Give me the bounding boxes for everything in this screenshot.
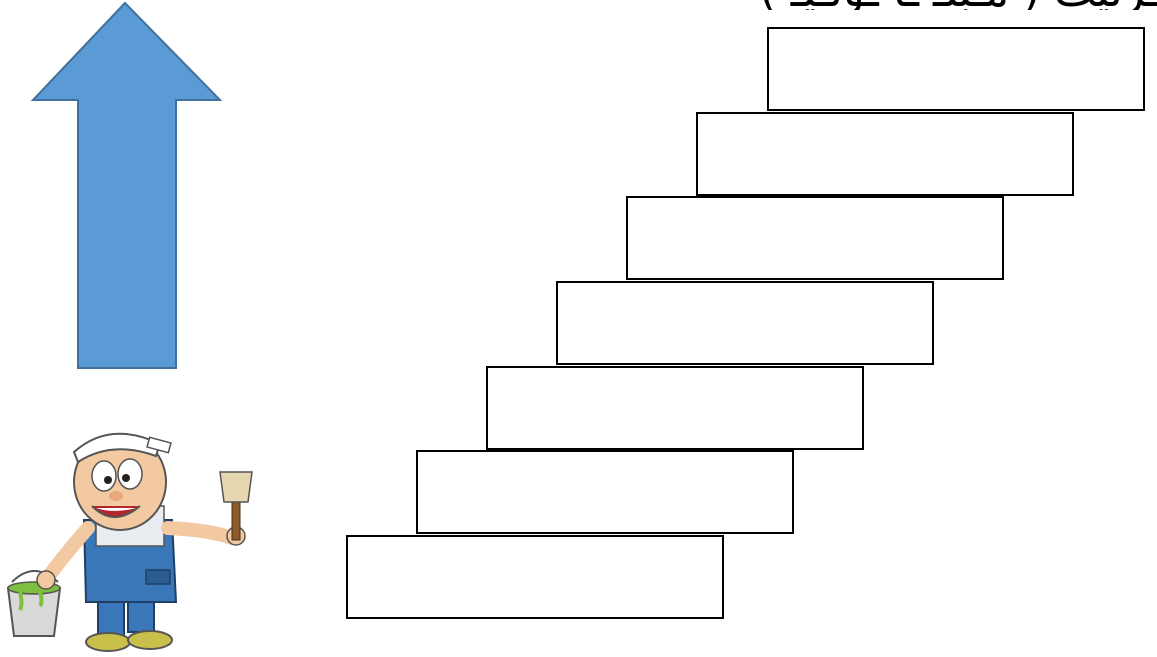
stair-step-1 bbox=[346, 535, 724, 619]
stair-step-3-text bbox=[488, 368, 862, 448]
stair-step-1-text bbox=[348, 537, 722, 617]
partial-heading: ـرتيب ( مـبتـ ـاً ـولـيـ ) bbox=[700, 0, 1157, 10]
painter-cartoon-icon bbox=[0, 410, 280, 657]
stair-step-5 bbox=[626, 196, 1004, 280]
stair-step-7 bbox=[767, 27, 1145, 111]
stair-step-3 bbox=[486, 366, 864, 450]
stair-step-6 bbox=[696, 112, 1074, 196]
stair-step-6-text bbox=[698, 114, 1072, 194]
stair-step-2 bbox=[416, 450, 794, 534]
up-arrow-icon bbox=[30, 0, 230, 372]
stair-step-4 bbox=[556, 281, 934, 365]
stair-step-2-text bbox=[418, 452, 792, 532]
stair-step-4-text bbox=[558, 283, 932, 363]
stair-step-5-text bbox=[628, 198, 1002, 278]
stair-step-7-text bbox=[769, 29, 1143, 109]
